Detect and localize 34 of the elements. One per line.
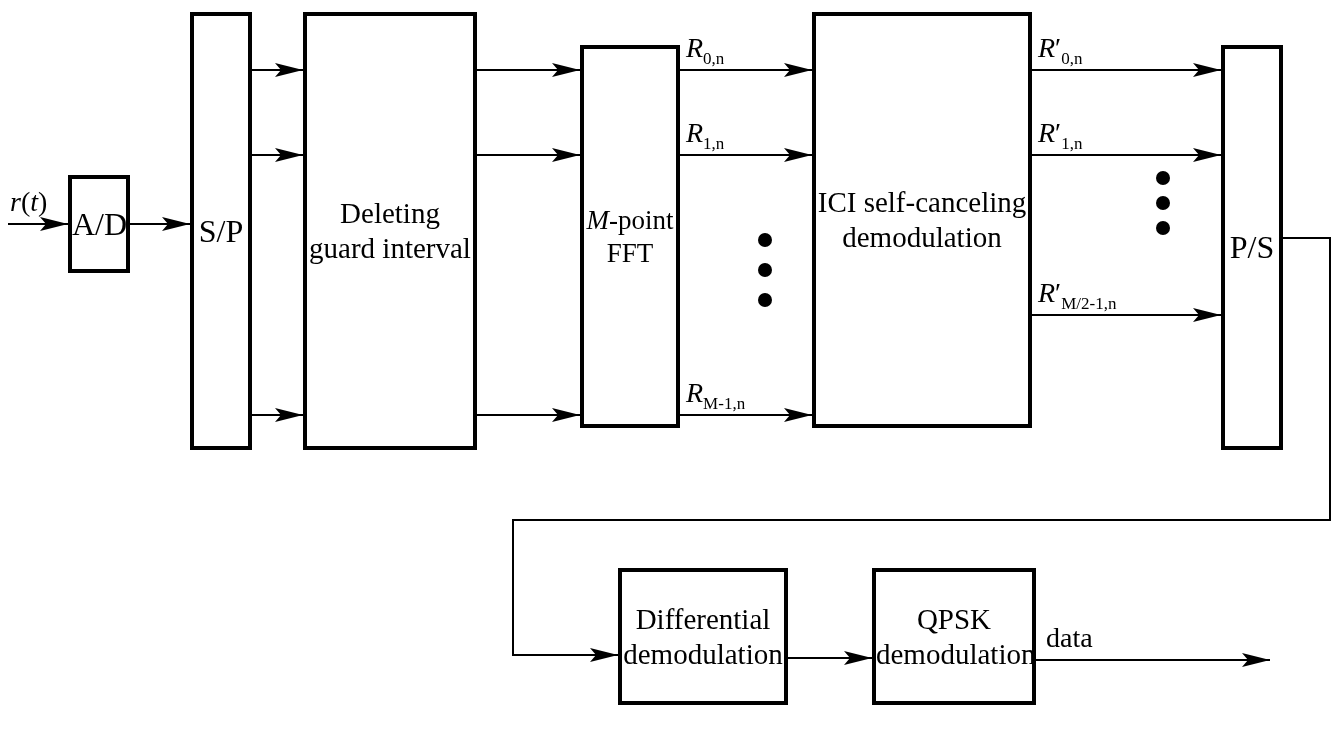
box-label: Deleting guard interval bbox=[308, 196, 472, 266]
arrow bbox=[787, 651, 873, 665]
arrow bbox=[1031, 308, 1222, 322]
arrow bbox=[251, 148, 304, 162]
arrow bbox=[476, 63, 581, 77]
box-label: A/D bbox=[72, 204, 126, 244]
arrow bbox=[512, 237, 1331, 662]
box-label: P/S bbox=[1229, 228, 1275, 267]
arrow bbox=[251, 63, 304, 77]
arrow bbox=[1031, 148, 1222, 162]
arrow bbox=[476, 148, 581, 162]
process-box bbox=[580, 45, 680, 428]
process-box bbox=[190, 12, 252, 450]
box-label: S/P bbox=[198, 211, 244, 251]
process-box bbox=[872, 568, 1036, 705]
arrow bbox=[129, 217, 191, 231]
arrow bbox=[679, 63, 813, 77]
edge-label: r(t) bbox=[10, 188, 48, 216]
box-label: M-point FFT bbox=[585, 204, 675, 269]
process-box bbox=[1221, 45, 1283, 450]
arrow bbox=[679, 148, 813, 162]
process-box bbox=[618, 568, 788, 705]
process-box bbox=[68, 175, 130, 273]
process-box bbox=[812, 12, 1032, 428]
arrow bbox=[476, 408, 581, 422]
box-label: QPSK demodulation bbox=[876, 601, 1032, 672]
arrow bbox=[7, 217, 69, 231]
process-box bbox=[303, 12, 477, 450]
arrow bbox=[1031, 63, 1222, 77]
box-label: Differential demodulation bbox=[622, 601, 784, 672]
arrow bbox=[679, 408, 813, 422]
arrow bbox=[1035, 653, 1271, 667]
arrow bbox=[251, 408, 304, 422]
box-label: ICI self-canceling demodulation bbox=[816, 185, 1028, 255]
